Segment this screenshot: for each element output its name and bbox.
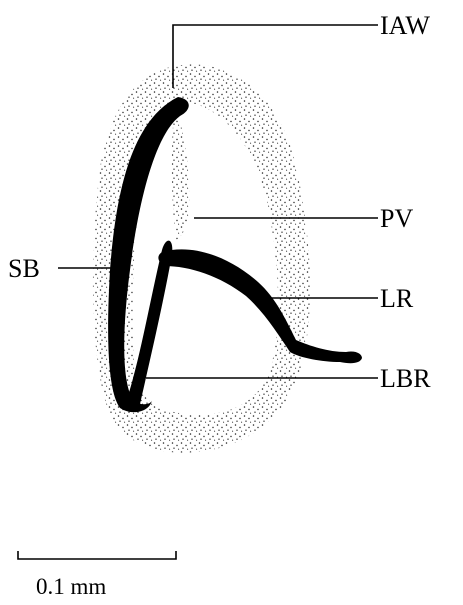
label-lbr: LBR xyxy=(380,364,431,393)
scale-bar: 0.1 mm xyxy=(18,551,176,599)
scale-bar-label: 0.1 mm xyxy=(36,574,106,599)
label-sb: SB xyxy=(8,254,40,283)
label-lr: LR xyxy=(380,284,414,313)
lr-band xyxy=(158,249,362,363)
pv-stipple xyxy=(172,112,190,240)
label-pv: PV xyxy=(380,204,413,233)
scale-bar-line xyxy=(18,551,176,559)
label-iaw: IAW xyxy=(380,11,430,40)
